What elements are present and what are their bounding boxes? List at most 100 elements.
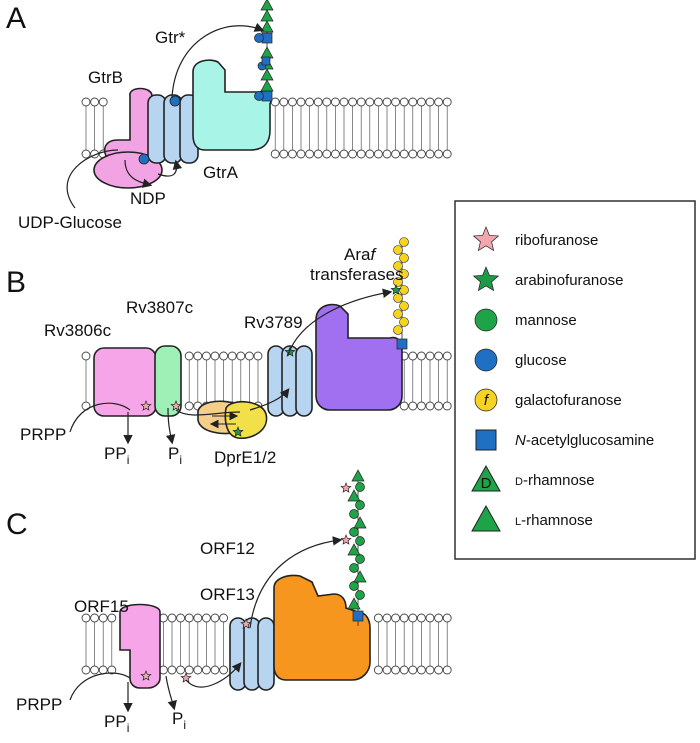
lipid-head [425, 351, 435, 361]
glcnac-square [396, 338, 408, 350]
arrow-to-glycan-a [171, 22, 265, 99]
rhamnose-triangle [260, 20, 274, 33]
galactofuranose-circle [393, 293, 403, 303]
label-araf-italic: f [370, 245, 377, 264]
legend-items: ribofuranosearabinofuranosemannoseglucos… [471, 226, 654, 532]
rhamnose-triangle [260, 68, 274, 81]
glucose-on-gtrb [138, 153, 150, 165]
arabinofuranose-star [232, 426, 244, 437]
label-ppi-c-main: PP [104, 712, 127, 731]
legend-item: ribofuranose [472, 226, 598, 252]
lipid-head [313, 149, 323, 159]
glcnac-square [352, 610, 364, 622]
mannose-circle [349, 527, 359, 537]
lipid-head [382, 665, 392, 675]
galactofuranose-icon [474, 388, 498, 412]
mannose-circle [355, 500, 365, 510]
lipid-head [270, 149, 280, 159]
lipid-head [322, 149, 332, 159]
lipid-head [287, 97, 297, 107]
rhamnose-triangle [260, 0, 274, 11]
gtr-star-protein [192, 59, 273, 151]
galactofuranose-circle [393, 325, 403, 335]
arrow-to-glycan-b [287, 288, 393, 356]
label-ppi-b-sub: i [127, 453, 130, 467]
arrow-pi-b [165, 407, 176, 445]
orf12-protein [273, 574, 371, 681]
legend-label-rest: -rhamnose [521, 512, 593, 529]
lipid-head [442, 149, 452, 159]
glucose-icon [474, 348, 498, 372]
lipid-head [416, 149, 426, 159]
mannose-circle [349, 509, 359, 519]
l-rhamnose-icon [471, 504, 501, 532]
lipid-head [416, 401, 426, 411]
lipid-head [408, 97, 418, 107]
label-araf-line2: transferases [310, 265, 404, 284]
mannose-circle [349, 581, 359, 591]
label-rv3789: Rv3789 [244, 313, 303, 332]
lipid-head [399, 149, 409, 159]
lipid-head [373, 613, 383, 623]
galactofuranose-circle [399, 253, 409, 263]
legend-label: arabinofuranose [515, 272, 623, 289]
label-gtr-star: Gtr* [155, 28, 186, 47]
ribofuranose-star [340, 534, 352, 545]
lipid-head [399, 665, 409, 675]
lipid-head [107, 613, 117, 623]
lipid-head [305, 149, 315, 159]
lipid-head [167, 665, 177, 675]
lipid-head [442, 613, 452, 623]
lipid-head [184, 665, 194, 675]
lipid-head [434, 665, 444, 675]
label-orf13: ORF13 [200, 585, 255, 604]
lipid-head [391, 613, 401, 623]
lipid-head [399, 97, 409, 107]
lipid-head [219, 665, 229, 675]
membrane-a [81, 97, 452, 159]
lipid-head [399, 613, 409, 623]
lipid-head [98, 613, 108, 623]
panel-b: B Araf transferases Rv3807c Rv3806c [6, 237, 452, 467]
mannose-circle [355, 536, 365, 546]
label-ppi-c-sub: i [127, 721, 130, 735]
lipid-head [434, 401, 444, 411]
panel-c: C ORF12 ORF13 ORF15 PRPP PPi Pi [6, 469, 452, 735]
lipid-head [330, 149, 340, 159]
lipid-head [425, 149, 435, 159]
lipid-head [434, 613, 444, 623]
legend-item: arabinofuranose [472, 266, 623, 292]
label-prpp-c: PRPP [16, 695, 62, 714]
lipid-head [399, 401, 409, 411]
membrane-b [81, 351, 452, 411]
lipid-head [227, 351, 237, 361]
galactofuranose-circle [399, 317, 409, 327]
arrow-to-rv3789 [249, 388, 290, 411]
lipid-head [416, 351, 426, 361]
legend-label: glucose [515, 352, 567, 369]
galactofuranose-circle [393, 261, 403, 271]
label-ppi-b: PPi [104, 444, 129, 467]
lipid-head [356, 97, 366, 107]
lipid-head [425, 613, 435, 623]
lipid-head [408, 401, 418, 411]
legend-label-italic: N [515, 432, 526, 449]
galactofuranose-circle [399, 269, 409, 279]
ribofuranose-star [140, 670, 152, 681]
lipid-head [408, 149, 418, 159]
label-pi-c: Pi [172, 709, 186, 732]
lipid-head [339, 149, 349, 159]
lipid-head [434, 97, 444, 107]
ribofuranose-icon [472, 226, 500, 252]
rhamnose-triangle [347, 543, 361, 556]
membrane-c [81, 613, 452, 675]
legend-label-rest: -acetylglucosamine [526, 432, 654, 449]
n-acetylglucosamine-icon [475, 429, 497, 451]
lipid-head [98, 97, 108, 107]
legend-label-smallcaps: L [515, 516, 521, 528]
arrow-prpp-c [69, 672, 131, 701]
lipid-head [81, 149, 91, 159]
lipid-head [348, 149, 358, 159]
